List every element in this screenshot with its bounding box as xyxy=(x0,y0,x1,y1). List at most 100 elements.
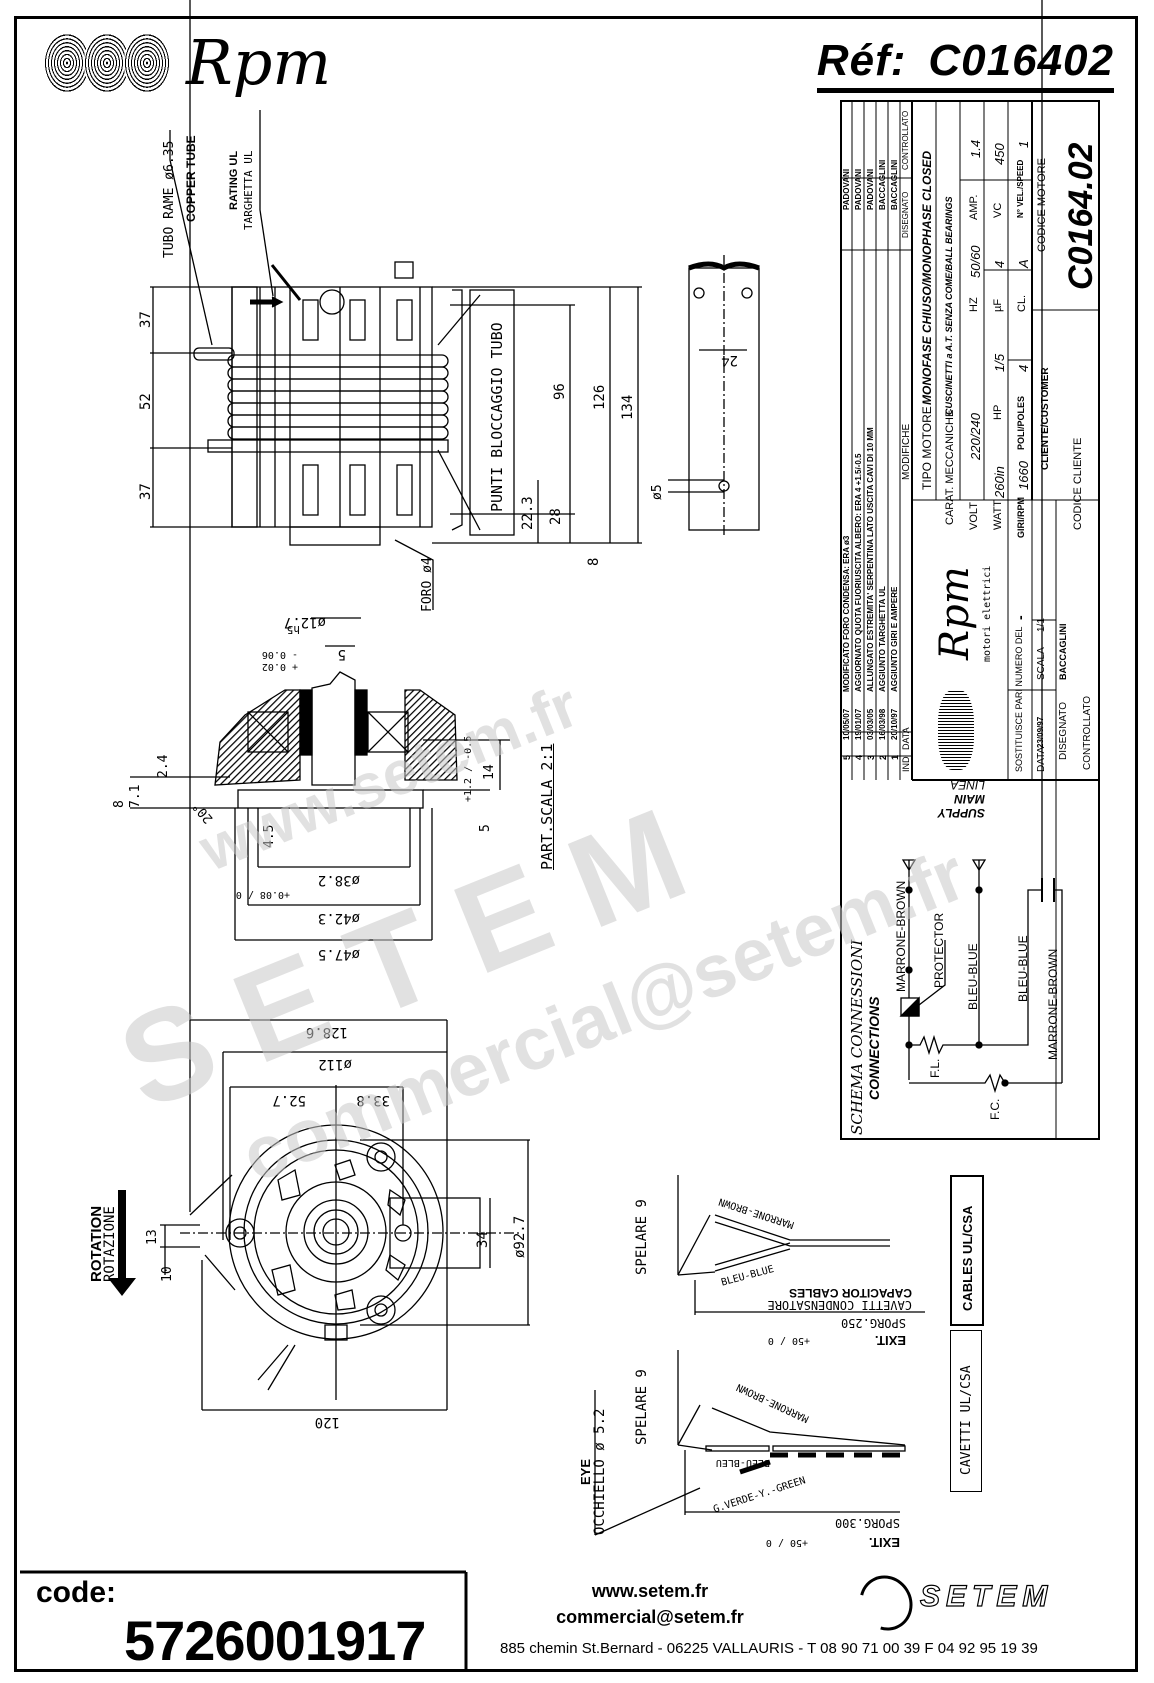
customer-label: CLIENTE/CUSTOMER xyxy=(1040,367,1051,470)
mod-2-ind: 2 xyxy=(878,754,888,760)
capacitor-cables-title-it: CAVETTI CONDENSATORE xyxy=(767,1298,913,1312)
col-date: DATA xyxy=(901,727,911,750)
wiring-title-it: SCHEMA CONNESSIONI xyxy=(848,939,866,1135)
uf-label: µF xyxy=(992,298,1004,312)
volt-value: 220/240 xyxy=(968,413,983,460)
protector-label: PROTECTOR xyxy=(932,912,946,988)
mechanical-label: CARAT. MECCANICHE xyxy=(944,409,956,525)
rotation-label-it: ROTAZIONE xyxy=(102,1206,118,1282)
hp-value: 1/5 xyxy=(992,353,1007,372)
dim-134: 134 xyxy=(620,394,636,420)
dim-28: 28 xyxy=(548,508,564,525)
dim-8: 8 xyxy=(586,557,602,566)
flat-dimension: 5 xyxy=(337,646,346,662)
mod-1-date: 20/10/97 xyxy=(890,708,899,740)
mechanical-value: CUSCINETTI a A.T. SENZA COME/BALL BEARIN… xyxy=(944,196,954,415)
motor-code-label: CODICE MOTORE xyxy=(1036,158,1048,252)
motor-type-value: MONOFASE CHIUSO/MONOPHASE CLOSED xyxy=(920,150,934,405)
vc-value: 450 xyxy=(992,143,1007,165)
uf-value: 4 xyxy=(992,260,1007,268)
dim-92-7: ø92.7 xyxy=(512,1215,528,1258)
dim-24: 24 xyxy=(721,352,738,368)
motor-cable-length: SPORG.300 xyxy=(834,1516,900,1530)
checked-label: CONTROLLATO xyxy=(1082,695,1093,770)
code-label: code: xyxy=(36,1576,117,1609)
mod-2-date: 16/03/98 xyxy=(878,708,887,740)
dim-14: 14 xyxy=(482,764,497,780)
eye-label-it: OCCHIELLO ø 5.2 xyxy=(592,1408,608,1535)
rating-label-it: TARGHETTA UL xyxy=(242,150,255,230)
dim-2-4: 2.4 xyxy=(156,754,171,778)
dim-96: 96 xyxy=(552,383,568,400)
copper-tube-label-en: COPPER TUBE xyxy=(184,135,198,222)
dim-128-6: 128.6 xyxy=(305,1024,348,1040)
mod-3-ind: 3 xyxy=(866,754,876,760)
motor-strip-label: SPELARE 9 xyxy=(634,1369,650,1445)
cap-strip-label: SPELARE 9 xyxy=(634,1199,650,1275)
vc-label: VC xyxy=(992,202,1004,218)
dim-37-top: 37 xyxy=(138,311,154,328)
setem-logo: SETEM xyxy=(919,1579,1054,1613)
col-modifications: MODIFICHE xyxy=(901,423,912,480)
volt-label: VOLT xyxy=(968,502,980,530)
flat-tol-minus: - 0.06 xyxy=(261,649,298,660)
poles-label: POLI/POLES xyxy=(1016,395,1026,450)
rpm-coil-icon xyxy=(938,690,974,770)
copper-tube-label-it: TUBO RAME ø6.35 xyxy=(162,140,177,258)
date-label: DATA xyxy=(1036,746,1047,772)
amp-value: 1.4 xyxy=(968,139,983,158)
drawn-by: BACCAGLINI xyxy=(1058,623,1068,681)
scale-label: SCALA xyxy=(1036,647,1047,680)
email-link[interactable]: commercial@setem.fr xyxy=(556,1607,744,1627)
dim-4-5: 4.5 xyxy=(262,824,277,848)
dim-120: 120 xyxy=(314,1414,340,1430)
main-supply-label: SUPPLY MAIN LINEA xyxy=(937,778,985,820)
setem-contact: www.setem.fr commercial@setem.fr xyxy=(520,1578,780,1630)
hp-label: HP xyxy=(992,404,1004,420)
dia-38-2: ø38.2 xyxy=(317,872,360,888)
tol-1-2: +1.2 / -0.5 xyxy=(463,735,474,802)
cap-cable-tol: +50 / 0 xyxy=(767,1335,810,1346)
rpm-value: 1660 xyxy=(1016,461,1031,490)
replaces-value: - xyxy=(1012,615,1028,620)
mod-5-desc: MODIFICATO FORO CONDENSA: ERA ø3 xyxy=(842,535,851,692)
col-ind: IND xyxy=(901,756,911,773)
rating-label-en: RATING UL xyxy=(228,150,240,210)
wiring-title-en: CONNECTIONS xyxy=(866,996,882,1100)
title-block xyxy=(840,100,1100,1140)
website-link[interactable]: www.setem.fr xyxy=(591,1581,709,1601)
cap-exit-label: EXIT. xyxy=(874,1333,906,1348)
replaces-label: SOSTITUISCE PARI NUMERO DEL xyxy=(1014,626,1024,772)
wire-brown2-label: MARRONE-BROWN xyxy=(1046,948,1060,1060)
part-scale-label: PART.SCALA 2:1 xyxy=(538,743,556,870)
mod-3-date: 03/03/05 xyxy=(866,708,875,740)
dim-34: 34 xyxy=(475,1231,491,1248)
mod-4-date: 19/01/07 xyxy=(854,708,863,740)
poles-value: 4 xyxy=(1016,364,1031,372)
title-block-brand-sub: motori elettrici xyxy=(982,565,993,662)
rpm-label: GIRI/RPM xyxy=(1016,496,1026,538)
wire-brown-label: MARRONE-BROWN xyxy=(894,880,908,992)
mod-4-desc: AGGIORNATO QUOTA FUORIUSCITA ALBERO: ERA… xyxy=(854,453,863,692)
hz-label: HZ xyxy=(968,297,980,312)
col-checked: CONTROLLATO xyxy=(901,110,910,170)
dim-22-3: 22.3 xyxy=(520,496,536,530)
rotation-arrow-icon xyxy=(118,1190,126,1278)
customer-code-label: CODICE CLIENTE xyxy=(1072,437,1084,530)
watt-value: 260in xyxy=(992,466,1007,498)
dim-10: 10 xyxy=(160,1266,175,1282)
mod-5-ind: 5 xyxy=(842,754,852,760)
mod-1-by: BACCAGLINI xyxy=(890,159,899,210)
cap-cable-length: SPORG.250 xyxy=(840,1316,906,1330)
dim-5-detail: 5 xyxy=(478,824,493,832)
mod-3-by: PADOVANI xyxy=(866,168,875,210)
dia-42-3: ø42.3 xyxy=(317,910,360,926)
code-value: 5726001917 xyxy=(124,1609,426,1672)
class-label: CL. xyxy=(1016,294,1028,312)
dia-47-5: ø47.5 xyxy=(317,946,360,962)
hz-value: 50/60 xyxy=(968,245,983,278)
shaft-fit: h5 xyxy=(286,623,300,636)
wire-blue-label: BLEU-BLUE xyxy=(966,943,980,1010)
wire-blue2-label: BLEU-BLUE xyxy=(1016,935,1030,1002)
mod-1-ind: 1 xyxy=(890,754,900,760)
